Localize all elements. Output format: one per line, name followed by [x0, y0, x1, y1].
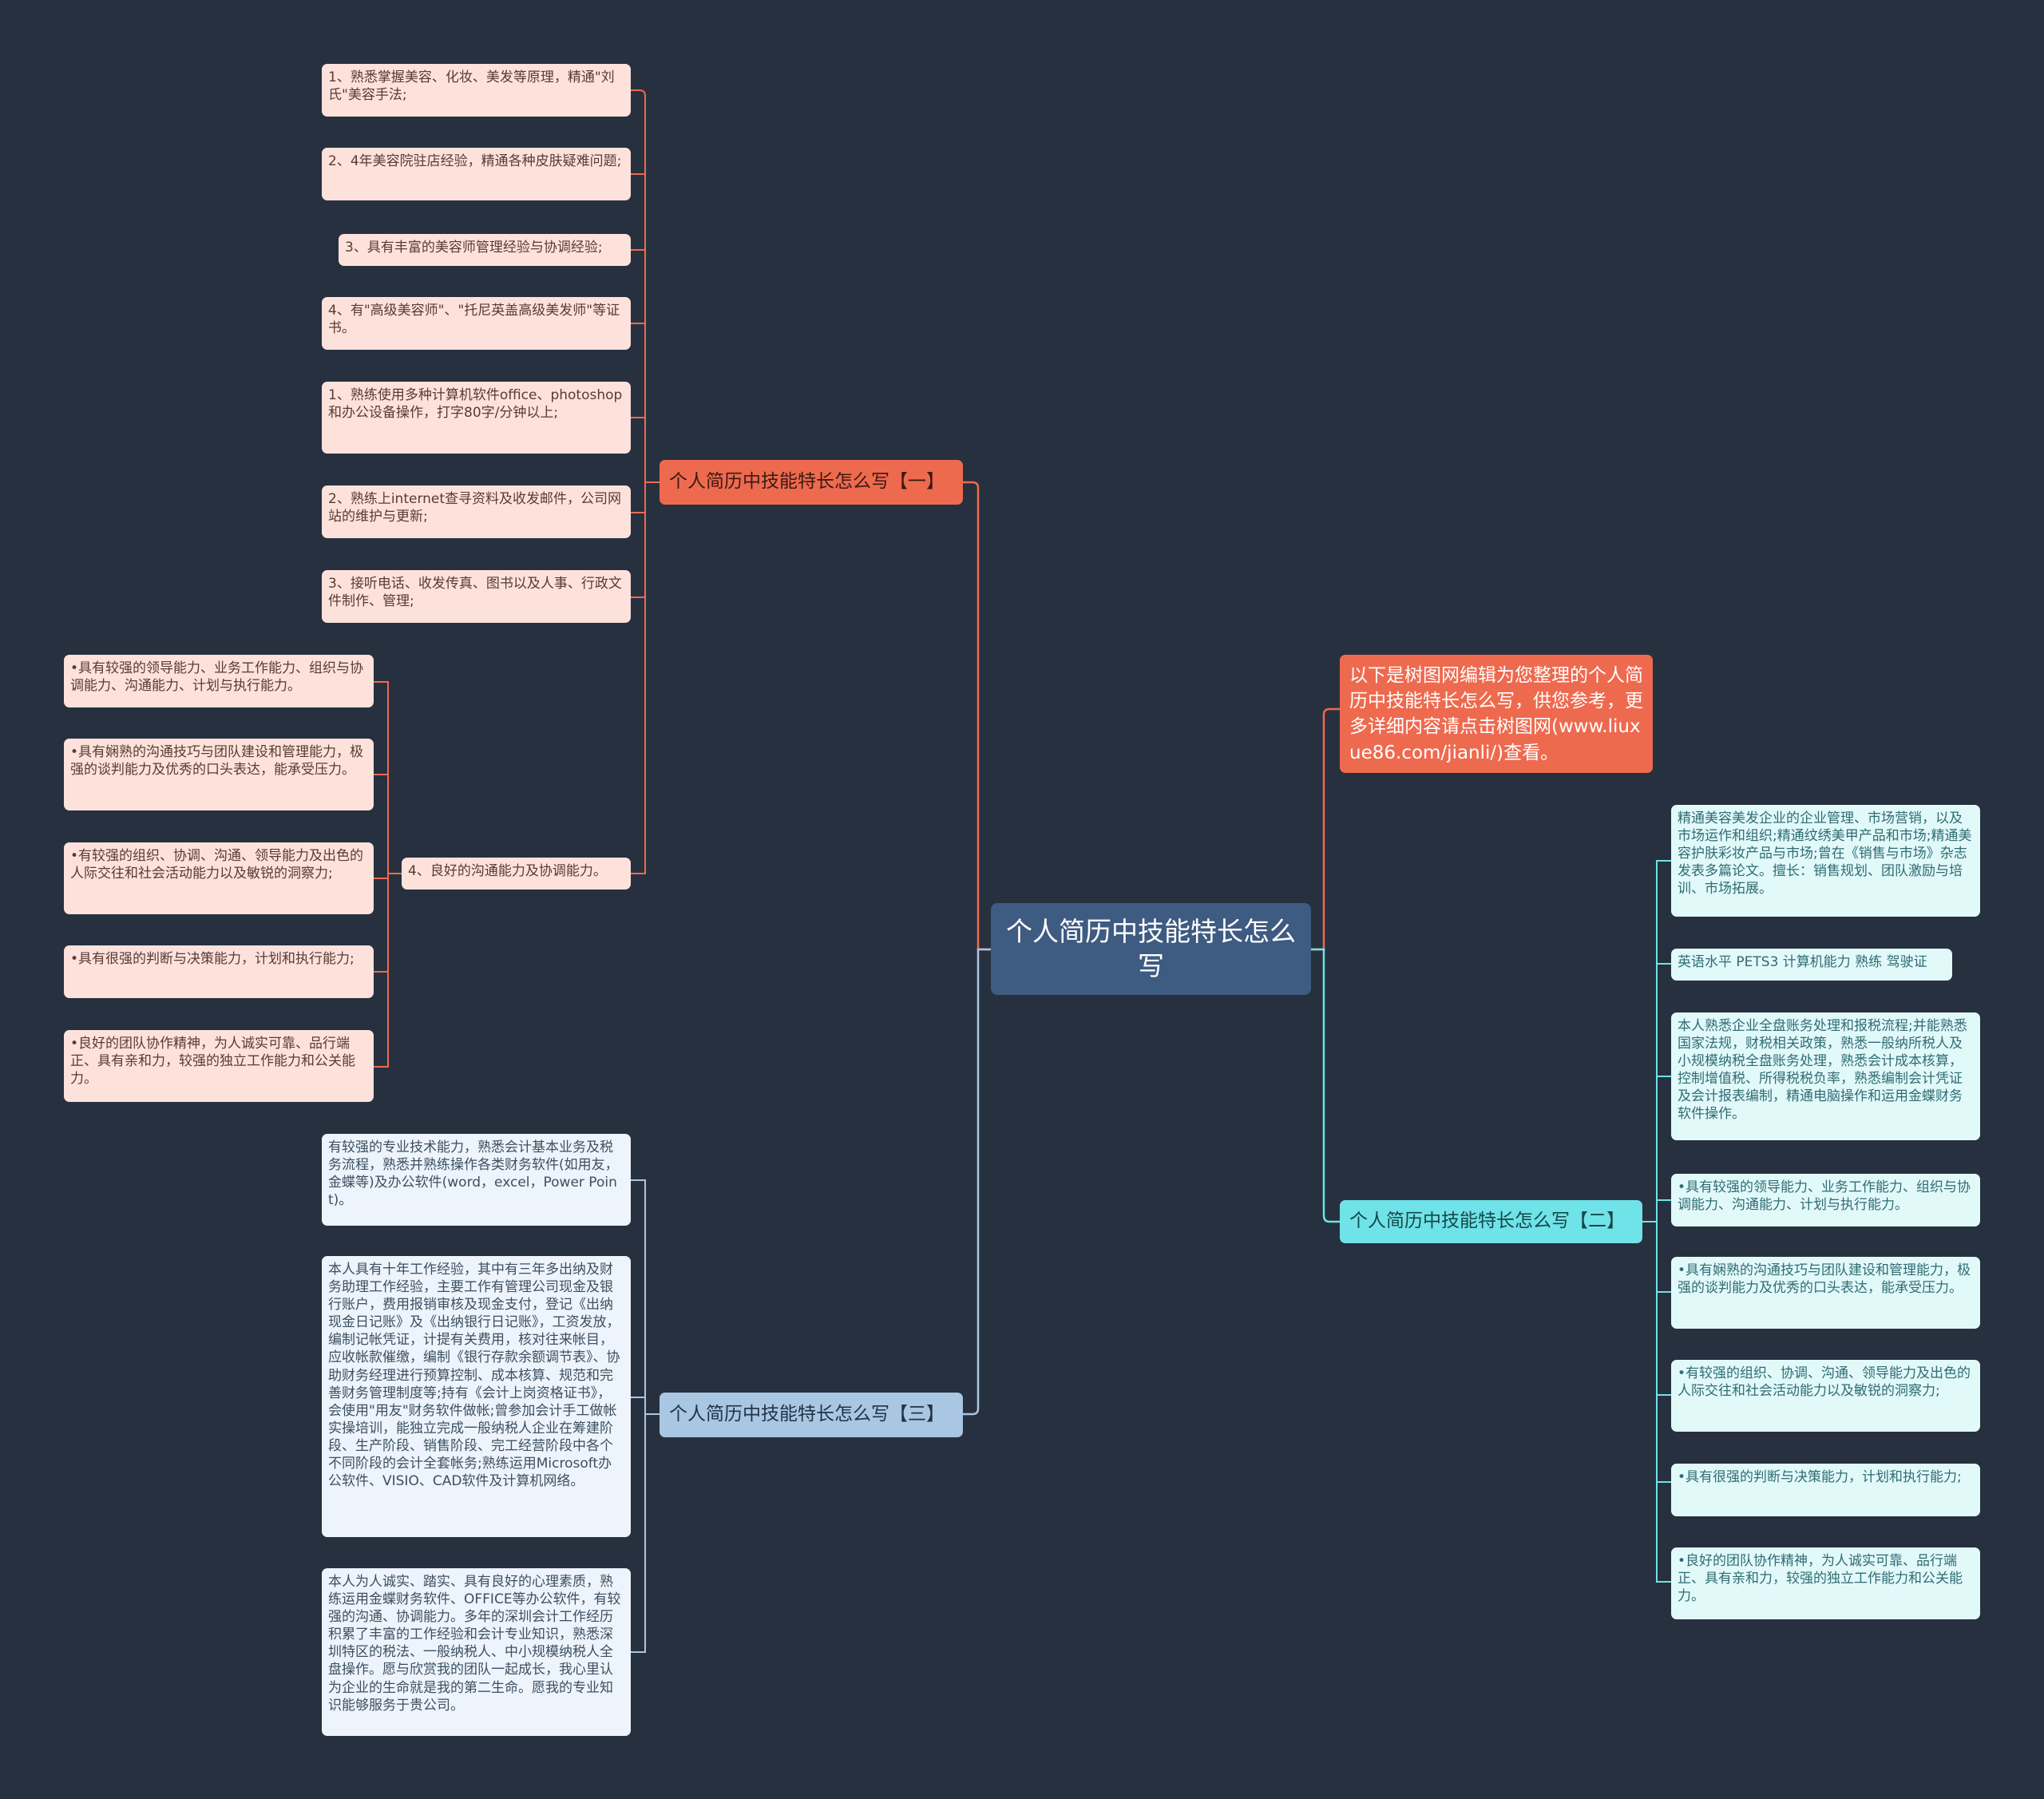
branch-2-topic[interactable]: 个人简历中技能特长怎么写【二】 [1340, 1200, 1642, 1243]
branch-3-topic[interactable]: 个人简历中技能特长怎么写【三】 [660, 1393, 963, 1437]
branch-2-item[interactable]: •有较强的组织、协调、沟通、领导能力及出色的人际交往和社会活动能力以及敏锐的洞察… [1671, 1360, 1980, 1432]
branch-1-sub-item[interactable]: •具有娴熟的沟通技巧与团队建设和管理能力，极强的谈判能力及优秀的口头表达，能承受… [64, 739, 374, 810]
branch-1-sub-item[interactable]: •具有很强的判断与决策能力，计划和执行能力; [64, 945, 374, 998]
branch-1-topic[interactable]: 个人简历中技能特长怎么写【一】 [660, 460, 963, 505]
branch-2-item[interactable]: •具有较强的领导能力、业务工作能力、组织与协调能力、沟通能力、计划与执行能力。 [1671, 1174, 1980, 1226]
intro-note[interactable]: 以下是树图网编辑为您整理的个人简历中技能特长怎么写，供您参考，更多详细内容请点击… [1340, 655, 1653, 773]
connector-root-branch1 [963, 481, 991, 951]
branch-2-item[interactable]: 本人熟悉企业全盘账务处理和报税流程;并能熟悉国家法规，财税相关政策，熟悉一般纳所… [1671, 1012, 1980, 1140]
connector-root-intro [1311, 707, 1340, 951]
branch-2-item[interactable]: •具有娴熟的沟通技巧与团队建设和管理能力，极强的谈判能力及优秀的口头表达，能承受… [1671, 1257, 1980, 1329]
branch-1-sub-item[interactable]: •有较强的组织、协调、沟通、领导能力及出色的人际交往和社会活动能力以及敏锐的洞察… [64, 842, 374, 914]
connector-branch2-group [1642, 860, 1671, 1583]
connector-branch3-group [631, 1179, 660, 1653]
connector-root-branch2 [1311, 948, 1340, 1223]
connector-root-branch3 [963, 948, 991, 1416]
branch-1-item[interactable]: 2、熟练上internet查寻资料及收发邮件，公司网站的维护与更新; [322, 485, 631, 538]
branch-1-item[interactable]: 3、接听电话、收发传真、图书以及人事、行政文件制作、管理; [322, 570, 631, 623]
branch-3-item[interactable]: 有较强的专业技术能力，熟悉会计基本业务及税务流程，熟悉并熟练操作各类财务软件(如… [322, 1134, 631, 1226]
branch-1-item[interactable]: 1、熟悉掌握美容、化妆、美发等原理，精通"刘氏"美容手法; [322, 64, 631, 117]
connector-branch1-sub-group [374, 681, 402, 1068]
branch-2-item[interactable]: 精通美容美发企业的企业管理、市场营销，以及市场运作和组织;精通纹绣美甲产品和市场… [1671, 805, 1980, 917]
branch-1-item[interactable]: 3、具有丰富的美容师管理经验与协调经验; [339, 234, 631, 266]
branch-1-sub-item[interactable]: •具有较强的领导能力、业务工作能力、组织与协调能力、沟通能力、计划与执行能力。 [64, 655, 374, 707]
branch-1-item[interactable]: 2、4年美容院驻店经验，精通各种皮肤疑难问题; [322, 148, 631, 200]
branch-2-item[interactable]: 英语水平 PETS3 计算机能力 熟练 驾驶证 [1671, 949, 1952, 981]
branch-3-item[interactable]: 本人为人诚实、踏实、具有良好的心理素质，熟练运用金蝶财务软件、OFFICE等办公… [322, 1568, 631, 1736]
branch-1-item[interactable]: 4、有"高级美容师"、"托尼英盖高级美发师"等证书。 [322, 297, 631, 350]
branch-2-item[interactable]: •具有很强的判断与决策能力，计划和执行能力; [1671, 1464, 1980, 1516]
connector-branch1-group [631, 89, 660, 874]
branch-3-item[interactable]: 本人具有十年工作经验，其中有三年多出纳及财务助理工作经验，主要工作有管理公司现金… [322, 1256, 631, 1537]
branch-1-item[interactable]: 1、熟练使用多种计算机软件office、photoshop和办公设备操作，打字8… [322, 382, 631, 454]
branch-2-item[interactable]: •良好的团队协作精神，为人诚实可靠、品行端正、具有亲和力，较强的独立工作能力和公… [1671, 1547, 1980, 1619]
branch-1-item[interactable]: 4、良好的沟通能力及协调能力。 [402, 858, 631, 890]
branch-1-sub-item[interactable]: •良好的团队协作精神，为人诚实可靠、品行端正、具有亲和力，较强的独立工作能力和公… [64, 1030, 374, 1102]
root-topic[interactable]: 个人简历中技能特长怎么写 [991, 903, 1311, 995]
